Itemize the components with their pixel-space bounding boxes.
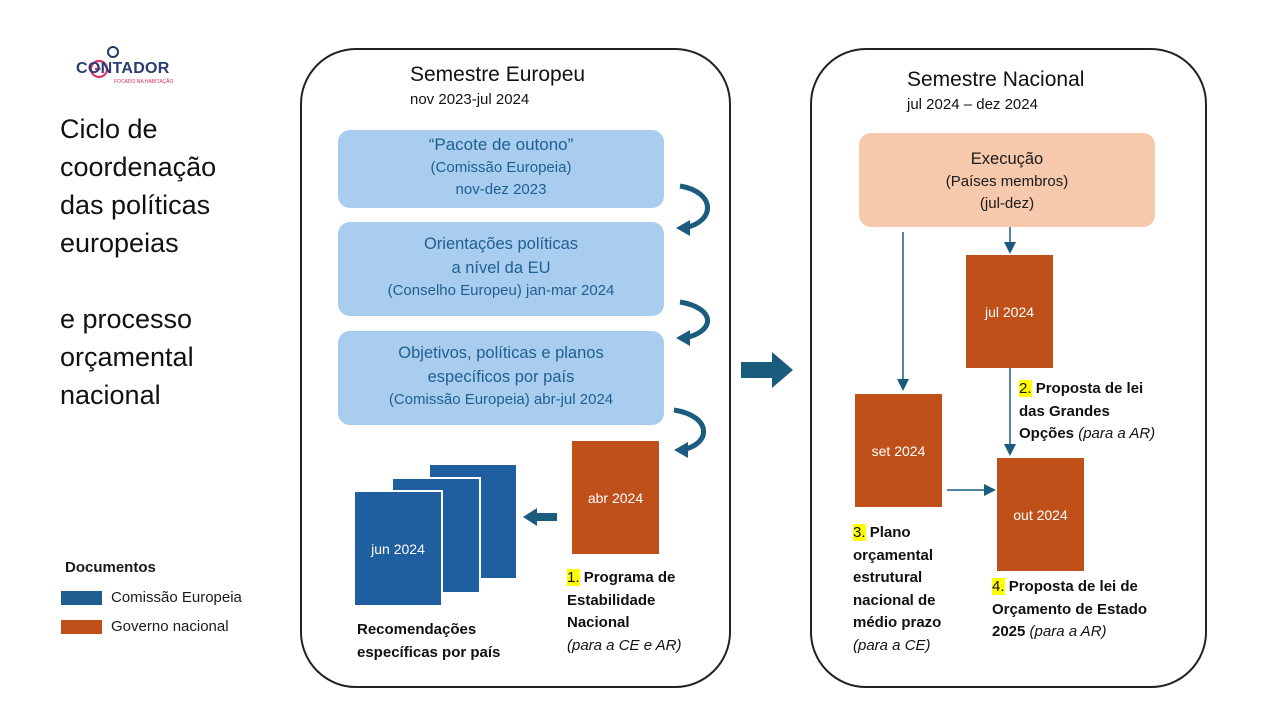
panel-transition-arrow	[741, 352, 793, 388]
caption-text: Programa de	[583, 569, 676, 586]
caption-italic: (para a CE e AR)	[567, 636, 682, 654]
doc-date: jul 2024	[984, 303, 1035, 320]
caption-italic: (para a AR)	[1029, 623, 1107, 640]
caption-text: nacional de	[853, 591, 936, 609]
logo-text: CONTADOR	[76, 60, 170, 77]
legend-label: Comissão Europeia	[111, 589, 242, 606]
curved-arrowhead	[676, 330, 690, 346]
curved-arrowhead	[674, 442, 688, 458]
exec-line: Execução	[970, 150, 1044, 168]
caption-text: orçamental	[853, 546, 934, 564]
stability-programme-doc: abr 2024	[572, 441, 659, 554]
caption-text: Estabilidade	[567, 591, 656, 609]
caption-text: Proposta de lei de	[1008, 578, 1138, 595]
box-line: (Comissão Europeia) abr-jul 2024	[388, 391, 614, 408]
structural-plan-doc: set 2024	[855, 394, 942, 507]
logo-mark	[89, 46, 119, 79]
state-budget-doc: out 2024	[997, 458, 1084, 571]
caption-number: 3.	[853, 524, 866, 541]
doc-date: out 2024	[1013, 506, 1068, 523]
caption-major-options: 2. Proposta de lei das Grandes Opções (p…	[1019, 378, 1155, 446]
title-line: europeias	[60, 228, 179, 258]
caption-italic: (para a AR)	[1078, 425, 1156, 442]
box-line: específicos por país	[427, 368, 575, 386]
caption-recommendations: Recomendações específicas por país	[357, 619, 500, 664]
title-line: coordenação	[60, 152, 217, 182]
curved-arrow	[679, 299, 710, 341]
box-line: “Pacote de outono”	[428, 135, 574, 154]
legend-item-commission: Comissão Europeia	[61, 589, 242, 606]
caption-number: 1.	[567, 569, 580, 586]
legend-title: Documentos	[65, 559, 156, 576]
title-line: das políticas	[60, 190, 211, 220]
caption-state-budget: 4. Proposta de lei de Orçamento de Estad…	[992, 576, 1147, 644]
caption-text: 2025	[992, 623, 1026, 640]
execution-box: Execução (Países membros) (jul-dez)	[859, 133, 1155, 227]
recommendations-doc-front: jun 2024	[353, 490, 443, 607]
nat-panel-dates: jul 2024 – dez 2024	[907, 96, 1038, 113]
doc-date: abr 2024	[587, 489, 644, 506]
doc-date: set 2024	[871, 442, 926, 459]
policy-orientations-box: Orientações políticas a nível da EU (Con…	[338, 222, 664, 316]
legend-label: Governo nacional	[111, 618, 229, 635]
curved-arrow	[679, 183, 710, 231]
nat-panel-title: Semestre Nacional	[907, 68, 1085, 91]
box-line: Orientações políticas	[423, 235, 579, 253]
caption-text: Opções	[1019, 425, 1075, 442]
caption-text: das Grandes	[1019, 402, 1110, 420]
country-objectives-box: Objetivos, políticas e planos específico…	[338, 331, 664, 425]
logo: CONTADOR FOCADO NA HABITAÇÃO	[76, 44, 188, 88]
legend-item-government: Governo nacional	[61, 618, 229, 635]
caption-number: 2.	[1019, 380, 1032, 397]
doc-date: jun 2024	[371, 540, 425, 557]
logo-tagline: FOCADO NA HABITAÇÃO	[114, 79, 174, 85]
curved-arrowhead	[676, 220, 690, 236]
caption-text: médio prazo	[853, 614, 942, 631]
caption-italic: (para a CE)	[853, 636, 931, 654]
box-line: nov-dez 2023	[455, 181, 547, 198]
caption-text: Recomendações	[357, 621, 477, 638]
box-line: a nível da EU	[451, 259, 551, 277]
left-arrow	[523, 508, 557, 526]
major-options-doc: jul 2024	[966, 255, 1053, 368]
caption-stability-programme: 1. Programa de Estabilidade Nacional (pa…	[567, 567, 682, 657]
title-line: e processo	[60, 304, 193, 334]
exec-line: (Países membros)	[945, 173, 1069, 190]
autumn-package-box: “Pacote de outono” (Comissão Europeia) n…	[338, 130, 664, 208]
curved-arrow	[673, 407, 706, 453]
title-line: orçamental	[60, 342, 194, 372]
box-line: Objetivos, políticas e planos	[398, 344, 604, 362]
legend-swatch	[61, 619, 102, 634]
box-line: (Comissão Europeia)	[430, 159, 572, 176]
title-line: nacional	[60, 380, 161, 410]
eu-panel-dates: nov 2023-jul 2024	[410, 91, 530, 108]
title-line: Ciclo de	[60, 114, 158, 144]
caption-text: Plano	[869, 524, 911, 541]
main-title: Ciclo de coordenação das políticas europ…	[60, 110, 216, 414]
caption-number: 4.	[992, 578, 1005, 595]
box-line: (Conselho Europeu) jan-mar 2024	[387, 282, 615, 299]
caption-text: Orçamento de Estado	[992, 600, 1148, 618]
exec-line: (jul-dez)	[979, 195, 1035, 212]
caption-text: específicas por país	[357, 643, 501, 661]
eu-panel-title: Semestre Europeu	[410, 63, 586, 86]
legend-swatch	[61, 590, 102, 605]
caption-text: estrutural	[853, 569, 923, 586]
caption-text: Proposta de lei	[1035, 380, 1144, 397]
caption-structural-plan: 3. Plano orçamental estrutural nacional …	[853, 522, 941, 657]
caption-text: Nacional	[567, 614, 630, 631]
